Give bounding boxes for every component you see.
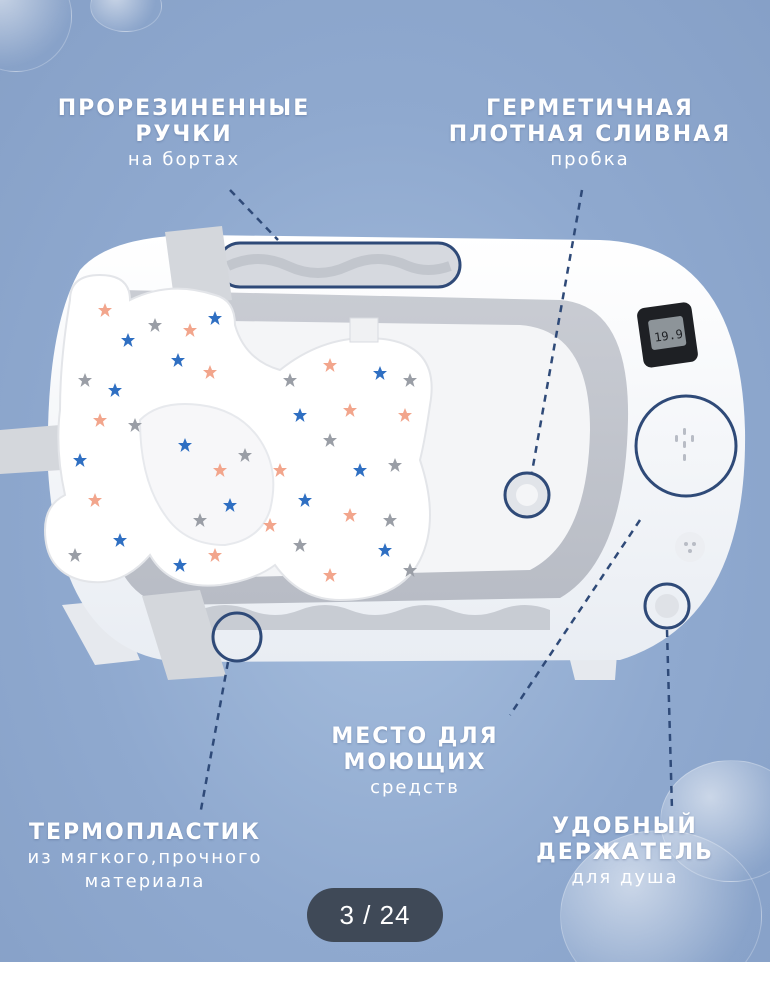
callout-soap: МЕСТО ДЛЯ МОЮЩИХ средств bbox=[300, 724, 530, 800]
callout-soap-title-2: МОЮЩИХ bbox=[343, 750, 487, 775]
callout-handles-subtitle: на бортах bbox=[127, 149, 241, 170]
image-viewer[interactable]: 19.9 bbox=[0, 0, 770, 962]
callout-drain-subtitle: пробка bbox=[550, 149, 630, 170]
material-marker-ring bbox=[211, 611, 263, 663]
callout-leader-lines bbox=[198, 189, 674, 816]
soap-bubble bbox=[660, 760, 770, 882]
callout-drain: ГЕРМЕТИЧНАЯ ПЛОТНАЯ СЛИВНАЯ пробка bbox=[430, 96, 750, 172]
callout-material-title: ТЕРМОПЛАСТИК bbox=[28, 820, 261, 845]
callout-material-subtitle: из мягкого,прочного bbox=[27, 847, 263, 868]
callout-shower-subtitle: для душа bbox=[571, 867, 679, 888]
bathtub-illustration: 19.9 bbox=[0, 189, 746, 816]
callout-material-subtitle-2: материала bbox=[84, 871, 206, 892]
shower-holder-marker-ring bbox=[643, 582, 691, 630]
callout-shower-title: УДОБНЫЙ bbox=[552, 814, 698, 839]
callout-soap-subtitle: средств bbox=[370, 777, 460, 798]
thermometer-display: 19.9 bbox=[653, 327, 684, 345]
callout-material: ТЕРМОПЛАСТИК из мягкого,прочного материа… bbox=[0, 820, 290, 894]
callout-drain-title-2: ПЛОТНАЯ СЛИВНАЯ bbox=[448, 122, 732, 147]
callout-soap-title: МЕСТО ДЛЯ bbox=[331, 724, 499, 749]
callout-shower-title-2: ДЕРЖАТЕЛЬ bbox=[536, 840, 714, 865]
callout-handles: ПРОРЕЗИНЕННЫЕ РУЧКИ на бортах bbox=[28, 96, 340, 172]
callout-shower: УДОБНЫЙ ДЕРЖАТЕЛЬ для душа bbox=[520, 814, 730, 890]
soap-dish-marker-ring bbox=[634, 394, 738, 498]
callout-handles-title: ПРОРЕЗИНЕННЫЕ bbox=[57, 96, 311, 121]
callout-handles-title-2: РУЧКИ bbox=[135, 122, 233, 147]
page-counter: 3 / 24 bbox=[307, 888, 443, 942]
callout-drain-title: ГЕРМЕТИЧНАЯ bbox=[486, 96, 694, 121]
